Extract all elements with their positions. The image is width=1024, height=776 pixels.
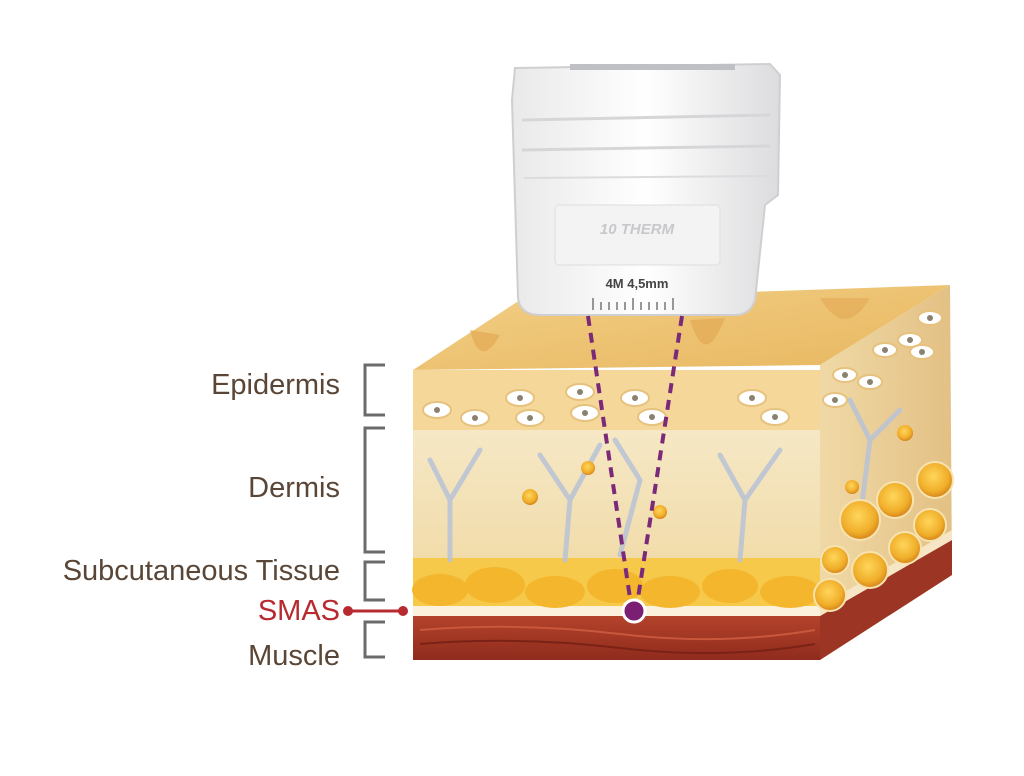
transducer-ridge	[523, 175, 771, 179]
brand-logo: 10 THERM	[600, 221, 675, 238]
transducer-ridge	[521, 113, 771, 122]
layer-brackets	[363, 363, 385, 659]
skin-wrinkle	[470, 330, 500, 352]
muscle-side-face	[820, 540, 952, 660]
transducer-top-slot	[570, 64, 735, 70]
transducer-label-plate	[554, 204, 721, 266]
bracket-muscle	[363, 620, 385, 659]
side-fat-cells	[813, 461, 954, 612]
bracket-epidermis	[363, 363, 385, 417]
muscle-fiber	[419, 639, 816, 655]
bracket-subcutaneous	[363, 560, 385, 602]
transducer-ridge	[521, 144, 771, 152]
dermis-fat-droplets	[522, 425, 913, 519]
bracket-dermis	[363, 426, 385, 554]
smas-pointer-dot-left	[343, 606, 353, 616]
label-muscle: Muscle	[248, 640, 340, 672]
smas-pointer-dot-right	[398, 606, 408, 616]
dermis-layer	[413, 430, 820, 560]
muscle-fiber	[419, 625, 816, 641]
scale-ticks	[592, 298, 674, 310]
ultrasound-transducer: 10 THERM 4M 4,5mm	[510, 62, 782, 316]
label-smas: SMAS	[257, 595, 340, 627]
focal-point	[621, 598, 647, 624]
label-subcutaneous-tissue: Subcutaneous Tissue	[62, 555, 340, 587]
depth-marking: 4M 4,5mm	[606, 276, 669, 291]
focus-beam	[586, 315, 684, 599]
epidermal-cells	[422, 310, 943, 427]
label-dermis: Dermis	[248, 472, 340, 504]
smas-layer	[413, 606, 820, 616]
blood-vessels	[427, 397, 903, 563]
skin-wrinkle	[820, 298, 870, 319]
muscle-layer	[413, 616, 820, 660]
subcutaneous-fat	[412, 567, 820, 608]
skin-block	[412, 285, 954, 660]
skin-wrinkle	[690, 318, 725, 345]
label-epidermis: Epidermis	[211, 369, 340, 401]
